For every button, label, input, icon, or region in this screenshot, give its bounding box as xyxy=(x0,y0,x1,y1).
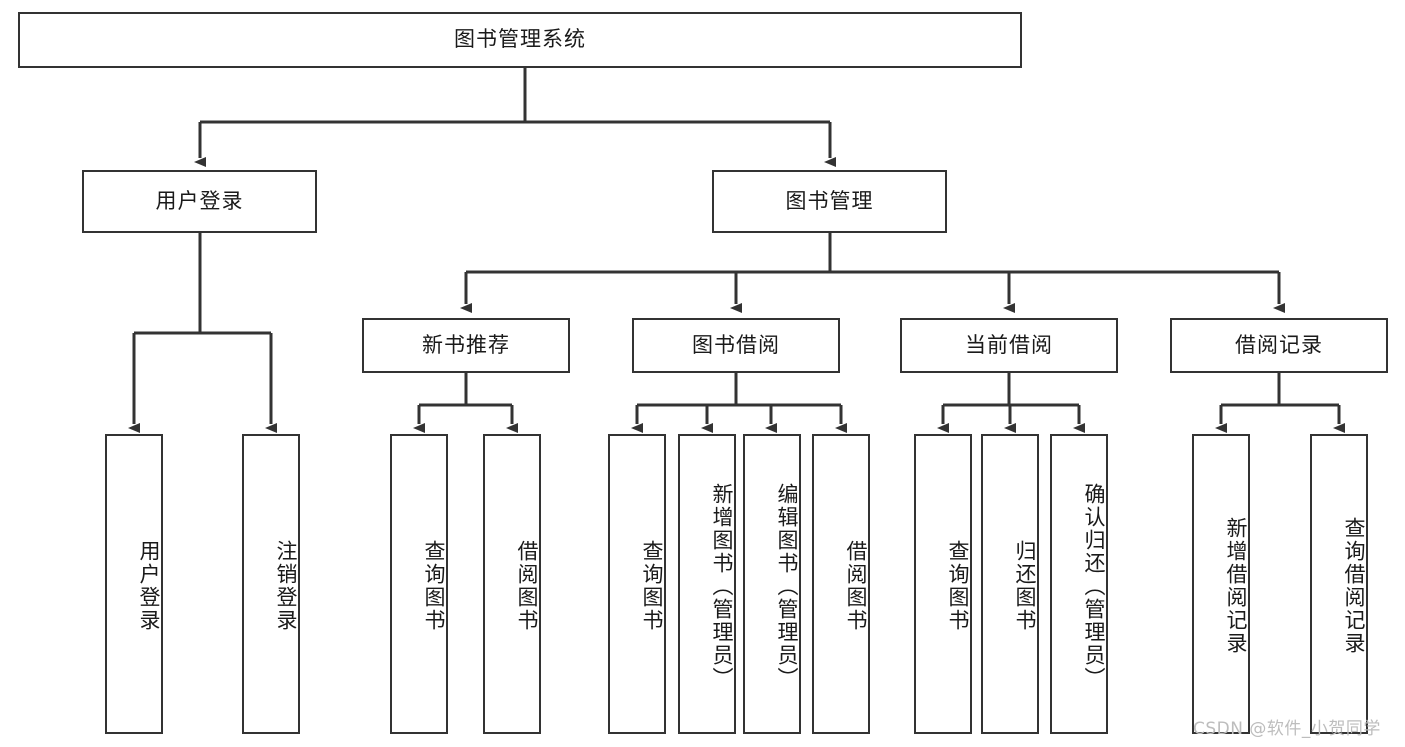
node-book-borrow[interactable]: 图书借阅 xyxy=(632,318,840,373)
node-leaf-query-borrow-record[interactable]: 查询借阅记录 xyxy=(1310,434,1368,734)
node-current-borrow[interactable]: 当前借阅 xyxy=(900,318,1118,373)
csdn-watermark: CSDN @软件_小贺同学 xyxy=(1193,719,1381,739)
node-label: 新增借阅记录 xyxy=(1224,517,1248,655)
node-book-management[interactable]: 图书管理 xyxy=(712,170,947,233)
node-leaf-borrow-book-2[interactable]: 借阅图书 xyxy=(812,434,870,734)
node-label: 用户登录 xyxy=(137,540,161,632)
node-label: 借阅记录 xyxy=(1235,332,1323,357)
node-label: 查询图书 xyxy=(640,540,664,632)
node-user-login[interactable]: 用户登录 xyxy=(82,170,317,233)
node-leaf-borrow-book-1[interactable]: 借阅图书 xyxy=(483,434,541,734)
node-label: 图书借阅 xyxy=(692,332,780,357)
node-leaf-query-book-3[interactable]: 查询图书 xyxy=(914,434,972,734)
node-label: 图书管理系统 xyxy=(454,27,586,52)
node-leaf-confirm-return[interactable]: 确认归还（管理员） xyxy=(1050,434,1108,734)
node-label: 确认归还（管理员） xyxy=(1082,482,1106,690)
node-label: 新书推荐 xyxy=(422,332,510,357)
node-leaf-logout-login[interactable]: 注销登录 xyxy=(242,434,300,734)
node-new-book-recommend[interactable]: 新书推荐 xyxy=(362,318,570,373)
node-borrow-record[interactable]: 借阅记录 xyxy=(1170,318,1388,373)
node-label: 当前借阅 xyxy=(965,332,1053,357)
node-leaf-query-book-2[interactable]: 查询图书 xyxy=(608,434,666,734)
node-leaf-add-book[interactable]: 新增图书（管理员） xyxy=(678,434,736,734)
node-leaf-edit-book[interactable]: 编辑图书（管理员） xyxy=(743,434,801,734)
node-label: 归还图书 xyxy=(1013,540,1037,632)
node-label: 查询图书 xyxy=(946,540,970,632)
node-leaf-user-login[interactable]: 用户登录 xyxy=(105,434,163,734)
node-label: 新增图书（管理员） xyxy=(710,482,734,690)
node-label: 注销登录 xyxy=(274,540,298,632)
node-label: 图书管理 xyxy=(785,188,874,213)
node-root-system[interactable]: 图书管理系统 xyxy=(18,12,1022,68)
node-label: 用户登录 xyxy=(155,188,244,213)
node-label: 编辑图书（管理员） xyxy=(775,482,799,690)
node-label: 借阅图书 xyxy=(515,540,539,632)
node-leaf-query-book-1[interactable]: 查询图书 xyxy=(390,434,448,734)
node-label: 查询图书 xyxy=(422,540,446,632)
node-leaf-add-borrow-record[interactable]: 新增借阅记录 xyxy=(1192,434,1250,734)
node-label: 借阅图书 xyxy=(844,540,868,632)
node-leaf-return-book[interactable]: 归还图书 xyxy=(981,434,1039,734)
node-label: 查询借阅记录 xyxy=(1342,517,1366,655)
